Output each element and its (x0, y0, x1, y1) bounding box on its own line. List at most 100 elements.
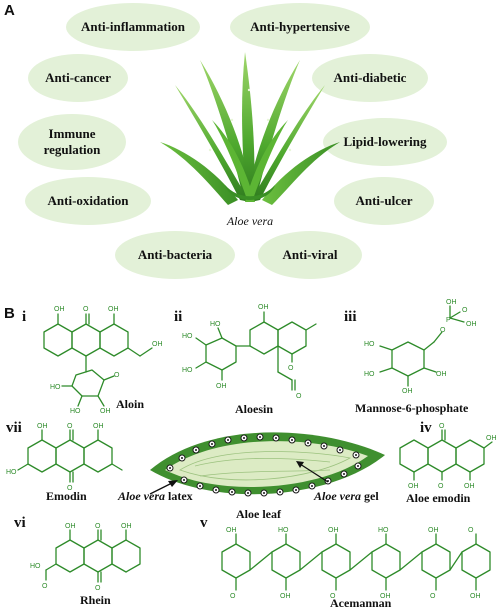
activity-label-line1: Immune (49, 126, 96, 141)
activity-label: Anti-hypertensive (250, 19, 350, 34)
activity-label-line2: regulation (44, 142, 102, 157)
svg-text:HO: HO (50, 384, 61, 391)
svg-text:OH: OH (464, 483, 475, 490)
activity-label: Anti-inflammation (81, 19, 186, 34)
mannose-6-phosphate-structure: O P OH O OH HO HO OH OH (364, 299, 477, 395)
compound-index-vii: vii (6, 420, 22, 436)
svg-text:HO: HO (182, 333, 193, 340)
svg-text:HO: HO (70, 408, 81, 415)
svg-text:OH: OH (108, 306, 119, 313)
latex-label-suffix: latex (165, 489, 193, 503)
svg-text:HO: HO (364, 341, 375, 348)
svg-text:O: O (230, 593, 236, 600)
activity-label: Anti-viral (283, 247, 338, 262)
svg-text:OH: OH (446, 299, 457, 306)
svg-text:OH: OH (121, 523, 132, 530)
activity-label: Anti-ulcer (355, 193, 412, 208)
mannose-6-phosphate-label: Mannose-6-phosphate (355, 401, 469, 415)
aloe-emodin-structure: O OH O OH OH (399, 423, 497, 490)
svg-text:HO: HO (182, 367, 193, 374)
svg-text:OH: OH (402, 388, 413, 395)
activity-label: Lipid-lowering (343, 134, 427, 149)
svg-text:O: O (438, 483, 444, 490)
svg-text:OH: OH (380, 593, 391, 600)
svg-text:O: O (468, 527, 474, 534)
compound-index-i: i (22, 309, 26, 325)
activity-anti-bacteria: Anti-bacteria (115, 231, 235, 279)
svg-text:HO: HO (6, 469, 17, 476)
svg-text:HO: HO (278, 527, 289, 534)
activity-anti-inflammation: Anti-inflammation (66, 3, 200, 51)
emodin-label: Emodin (46, 489, 87, 503)
latex-label-italic: Aloe vera (117, 489, 165, 503)
svg-text:OH: OH (216, 383, 227, 390)
activity-label: Anti-diabetic (334, 70, 407, 85)
svg-text:OH: OH (226, 527, 237, 534)
compound-index-iv: iv (420, 420, 432, 436)
activity-anti-ulcer: Anti-ulcer (334, 177, 434, 225)
svg-text:HO: HO (364, 371, 375, 378)
svg-text:HO: HO (210, 321, 221, 328)
svg-text:OH: OH (428, 527, 439, 534)
svg-text:OH: OH (54, 306, 65, 313)
aloe-leaf-cross-section (149, 432, 385, 497)
activity-anti-viral: Anti-viral (258, 231, 362, 279)
svg-text:OH: OH (408, 483, 419, 490)
svg-text:O: O (440, 327, 446, 334)
gel-label-italic: Aloe vera (313, 489, 361, 503)
svg-text:OH: OH (100, 408, 111, 415)
svg-text:HO: HO (378, 527, 389, 534)
activity-label: Anti-cancer (45, 70, 111, 85)
plant-label: Aloe vera (226, 214, 273, 228)
svg-text:O: O (95, 523, 101, 530)
activity-anti-hypertensive: Anti-hypertensive (230, 3, 370, 51)
svg-text:O: O (42, 583, 48, 590)
rhein-structure: OH O OH HO O O (30, 523, 141, 592)
acemannan-label: Acemannan (330, 596, 392, 610)
aloe-leaf-label: Aloe leaf (236, 507, 282, 521)
svg-text:OH: OH (37, 423, 48, 430)
svg-text:O: O (83, 306, 89, 313)
svg-text:OH: OH (470, 593, 481, 600)
aloin-label: Aloin (116, 397, 144, 411)
acemannan-structure: OH HO OH HO OH O O OH O OH O OH (221, 527, 491, 600)
rhein-label: Rhein (80, 593, 111, 607)
svg-text:OH: OH (436, 371, 447, 378)
svg-text:O: O (67, 423, 73, 430)
svg-text:OH: OH (486, 435, 497, 442)
svg-text:P: P (446, 317, 451, 324)
svg-text:OH: OH (258, 304, 269, 311)
compound-index-v: v (200, 515, 208, 531)
panel-b-letter: B (4, 305, 15, 322)
panel-a-letter: A (4, 2, 15, 19)
svg-text:OH: OH (466, 321, 477, 328)
activity-anti-cancer: Anti-cancer (28, 54, 128, 102)
aloe-plant-illustration (160, 52, 340, 205)
svg-text:O: O (439, 423, 445, 430)
aloe-emodin-label: Aloe emodin (406, 491, 471, 505)
aloin-structure: OH O OH OH HO O HO OH (43, 306, 163, 415)
svg-text:O: O (67, 485, 73, 492)
latex-label: Aloe vera latex (117, 489, 193, 503)
svg-text:OH: OH (328, 527, 339, 534)
compound-index-ii: ii (174, 309, 182, 325)
activity-lipid-lowering: Lipid-lowering (323, 118, 447, 166)
svg-text:OH: OH (280, 593, 291, 600)
activity-label: Anti-bacteria (138, 247, 213, 262)
emodin-structure: OH O OH HO O (6, 423, 123, 492)
svg-text:OH: OH (152, 341, 163, 348)
activity-anti-diabetic: Anti-diabetic (312, 54, 428, 102)
svg-text:O: O (330, 593, 336, 600)
aloesin-label: Aloesin (235, 402, 273, 416)
svg-text:O: O (462, 307, 468, 314)
gel-label-suffix: gel (361, 489, 379, 503)
svg-text:HO: HO (30, 563, 41, 570)
compound-index-iii: iii (344, 309, 357, 325)
svg-text:O: O (288, 365, 294, 372)
svg-text:O: O (95, 585, 101, 592)
aloesin-structure: OH O O HO HO OH HO (182, 304, 317, 400)
gel-label: Aloe vera gel (313, 489, 379, 503)
svg-text:O: O (114, 372, 120, 379)
activity-immune-regulation: Immune regulation (18, 114, 126, 170)
